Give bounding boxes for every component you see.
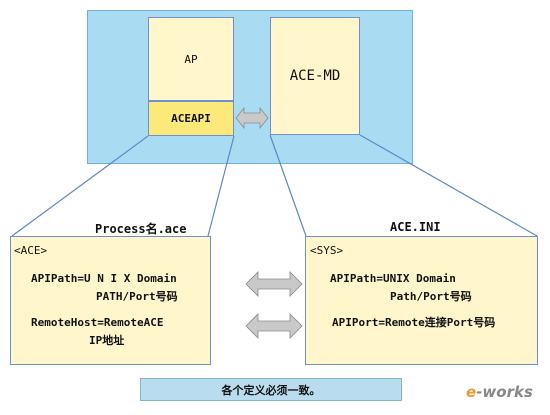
left-panel-title: Process名.ace	[95, 222, 187, 236]
config-line: APIPort=Remote连接Port号码	[332, 316, 496, 329]
section-tag: <ACE>	[14, 244, 48, 257]
acemd-box: ACE-MD	[270, 17, 360, 135]
eworks-logo: e-works	[466, 383, 533, 401]
ace-ini-panel: <SYS> APIPath=UNIX Domain Path/Port号码 AP…	[305, 236, 538, 365]
double-arrow-icon	[245, 313, 303, 339]
aceapi-box: ACEAPI	[148, 101, 234, 136]
system-frame	[87, 10, 413, 164]
right-panel-title: ACE.INI	[390, 220, 441, 234]
config-line: APIPath=U N I X Domain	[31, 272, 177, 285]
footer-text: 各个定义必须一致。	[221, 383, 321, 397]
ap-box: AP	[148, 17, 234, 101]
config-line: APIPath=UNIX Domain	[330, 272, 456, 285]
footer-note: 各个定义必须一致。	[140, 378, 402, 401]
acemd-label: ACE-MD	[289, 68, 341, 84]
aceapi-label: ACEAPI	[171, 112, 211, 125]
double-arrow-icon	[245, 271, 303, 297]
config-line: IP地址	[89, 334, 125, 347]
process-ace-panel: <ACE> APIPath=U N I X Domain PATH/Port号码…	[10, 236, 211, 365]
ap-label: AP	[184, 52, 198, 66]
config-line: PATH/Port号码	[96, 290, 178, 303]
section-tag: <SYS>	[310, 244, 344, 257]
config-line: RemoteHost=RemoteACE	[31, 316, 164, 329]
config-line: Path/Port号码	[390, 290, 472, 303]
